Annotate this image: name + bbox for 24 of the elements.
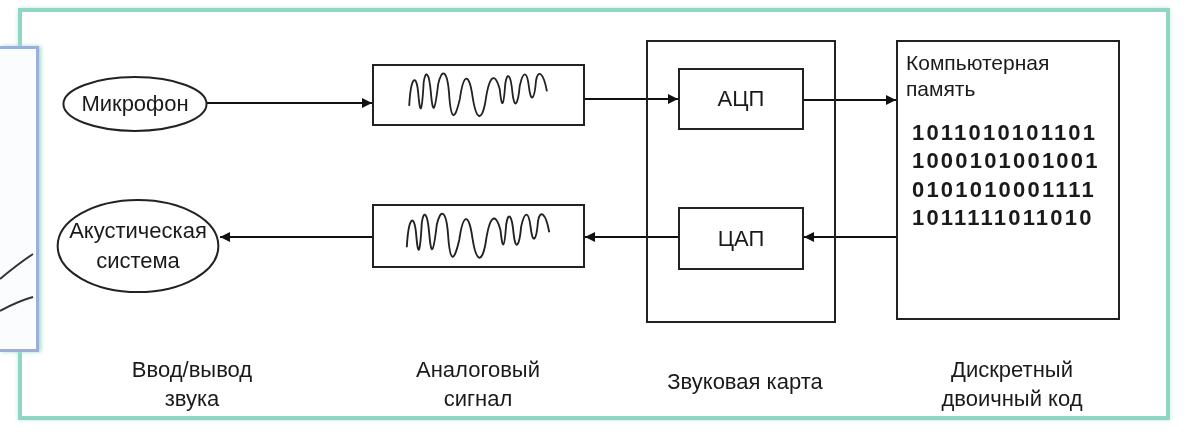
signal-box xyxy=(372,204,585,268)
node-label: ЦАП xyxy=(717,224,765,253)
node-title: Компьютерная память xyxy=(906,50,1051,103)
memory-box xyxy=(896,40,1120,320)
process-box xyxy=(678,207,804,270)
device-ellipse xyxy=(62,76,208,132)
binary-code: 1011010101101 1000101001001 0101010001111 1011111011010 xyxy=(912,118,1101,233)
column-caption: Звуковая карта xyxy=(666,368,824,396)
process-box xyxy=(646,40,836,323)
arrow xyxy=(206,98,373,108)
node-label: Микрофон xyxy=(81,90,189,119)
arrow xyxy=(803,232,897,242)
node-label: Акустическая система xyxy=(68,217,208,275)
arrow xyxy=(584,232,679,242)
arrow xyxy=(803,95,897,105)
column-caption: Аналоговый сигнал xyxy=(415,356,541,413)
arrow xyxy=(219,232,373,242)
column-caption: Дискретный двоичный код xyxy=(940,356,1084,413)
node-label: АЦП xyxy=(717,85,765,114)
arrow xyxy=(584,94,679,104)
signal-box xyxy=(372,64,585,126)
process-box xyxy=(678,68,804,130)
column-caption: Ввод/вывод звука xyxy=(130,356,254,413)
device-ellipse xyxy=(56,198,220,294)
